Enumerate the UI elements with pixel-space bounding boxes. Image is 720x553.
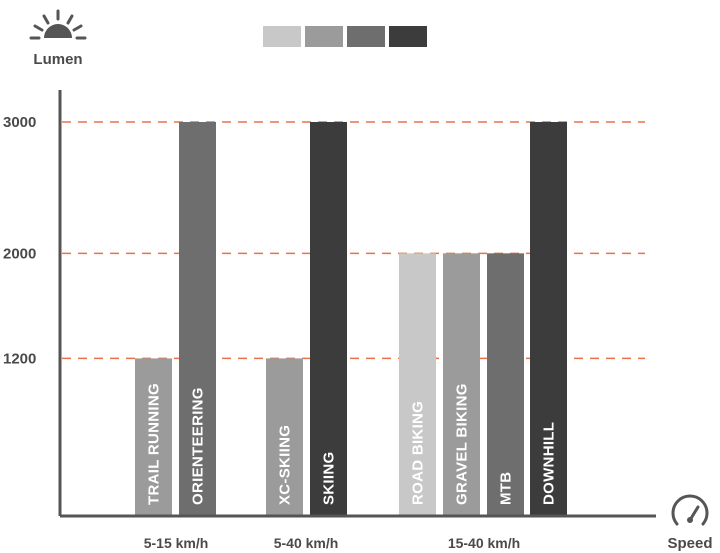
bar [135,358,172,516]
axes [58,90,656,518]
y-axis-title: Lumen [33,51,82,68]
bar [266,358,303,516]
legend-swatch [263,26,301,47]
x-axis-title: Speed [667,535,712,552]
bar-label: ORIENTEERING [190,387,207,505]
bar-label: SKIING [321,452,338,505]
x-group-labels: 5-15 km/h 5-40 km/h 15-40 km/h [144,535,520,551]
bar-label: TRAIL RUNNING [146,383,163,505]
bars: TRAIL RUNNING ORIENTEERING XC-SKIING SKIING… [135,122,567,517]
legend-swatch [347,26,385,47]
bar-label: DOWNHILL [541,422,558,505]
y-tick-labels: 1200 2000 3000 [3,114,36,367]
x-group-label: 15-40 km/h [448,535,520,551]
bar-label: XC-SKIING [277,425,294,505]
bar [310,122,347,516]
speedometer-icon [671,494,709,526]
bar-label: ROAD BIKING [410,401,427,505]
legend [263,26,427,47]
bar [530,122,567,516]
legend-swatch [389,26,427,47]
bar-label: GRAVEL BIKING [454,383,471,505]
bar [179,122,216,516]
x-group-label: 5-15 km/h [144,535,209,551]
bar [443,253,480,517]
legend-swatch [305,26,343,47]
y-tick-label: 1200 [3,350,36,367]
sun-icon [29,9,87,40]
y-tick-label: 3000 [3,114,36,131]
y-tick-label: 2000 [3,245,36,262]
bar [399,253,436,517]
bar [487,253,524,517]
bar-label: MTB [498,472,515,505]
x-group-label: 5-40 km/h [274,535,339,551]
